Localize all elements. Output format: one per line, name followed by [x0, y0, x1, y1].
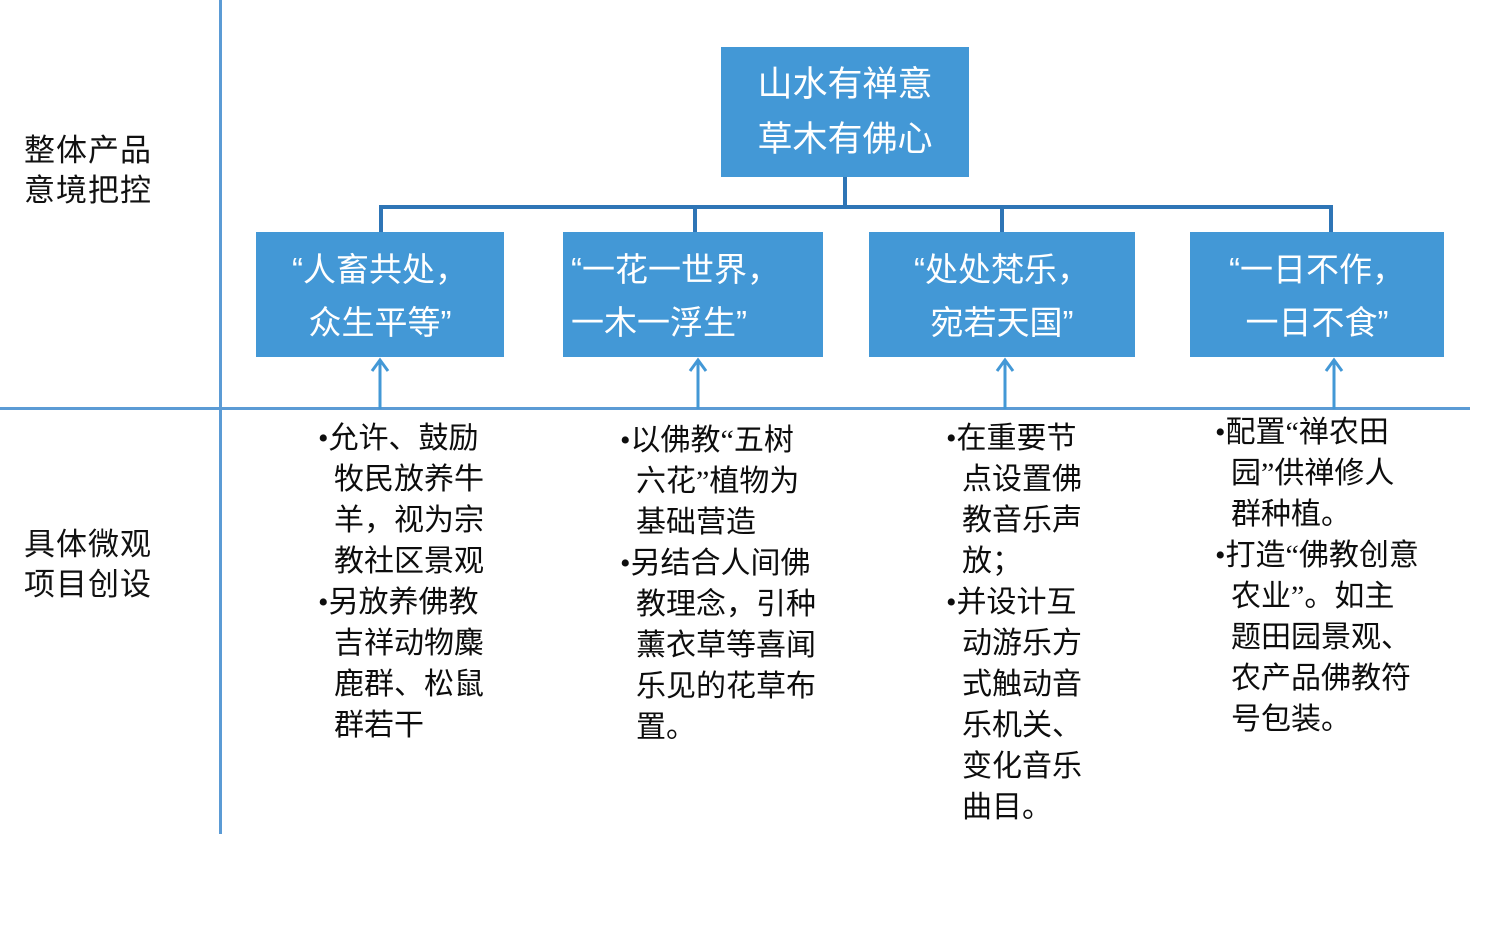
connector-drop-2	[693, 205, 697, 233]
list-item: •以佛教“五树六花”植物为基础营造	[620, 424, 800, 539]
list-item: •打造“佛教创意农业”。如主题田园景观、农产品佛教符号包装。	[1215, 539, 1419, 736]
concept-box-2[interactable]: “一花一世界， 一木一浮生”	[563, 232, 823, 357]
connector-drop-1	[379, 205, 383, 233]
concept-box-4[interactable]: “一日不作， 一日不食”	[1190, 232, 1444, 357]
bullet-column-2: •以佛教“五树六花”植物为基础营造 •另结合人间佛教理念，引种薰衣草等喜闻乐见的…	[620, 420, 820, 748]
row-label-overall-concept: 整体产品 意境把控	[24, 133, 152, 208]
up-arrow-icon-1	[370, 357, 390, 409]
bullet-column-3: •在重要节点设置佛教音乐声放； •并设计互动游乐方式触动音乐机关、变化音乐曲目。	[946, 418, 1103, 828]
list-item: •在重要节点设置佛教音乐声放；	[946, 422, 1082, 578]
bullet-column-4: •配置“禅农田园”供禅修人群种植。 •打造“佛教创意农业”。如主题田园景观、农产…	[1215, 412, 1420, 740]
up-arrow-icon-2	[688, 357, 708, 409]
list-item: •另放养佛教吉祥动物麋鹿群、松鼠群若干	[318, 586, 484, 742]
row-label-micro-projects: 具体微观 项目创设	[24, 527, 152, 602]
connector-drop-3	[1000, 205, 1004, 233]
concept-box-3[interactable]: “处处梵乐， 宛若天国”	[869, 232, 1135, 357]
concept-box-1[interactable]: “人畜共处， 众生平等”	[256, 232, 504, 357]
list-item: •另结合人间佛教理念，引种薰衣草等喜闻乐见的花草布置。	[620, 547, 816, 744]
list-item: •配置“禅农田园”供禅修人群种植。	[1215, 416, 1395, 531]
bullet-column-1: •允许、鼓励牧民放养牛羊，视为宗教社区景观 •另放养佛教吉祥动物麋鹿群、松鼠群若…	[318, 418, 503, 746]
up-arrow-icon-4	[1324, 357, 1344, 409]
vertical-divider-line	[219, 0, 222, 834]
horizontal-divider-line	[0, 407, 1470, 410]
title-box[interactable]: 山水有禅意 草木有佛心	[721, 47, 969, 177]
connector-drop-4	[1329, 205, 1333, 233]
list-item: •并设计互动游乐方式触动音乐机关、变化音乐曲目。	[946, 586, 1082, 824]
list-item: •允许、鼓励牧民放养牛羊，视为宗教社区景观	[318, 422, 484, 578]
connector-stem	[843, 177, 847, 208]
connector-horizontal-bar	[379, 205, 1332, 209]
up-arrow-icon-3	[995, 357, 1015, 409]
